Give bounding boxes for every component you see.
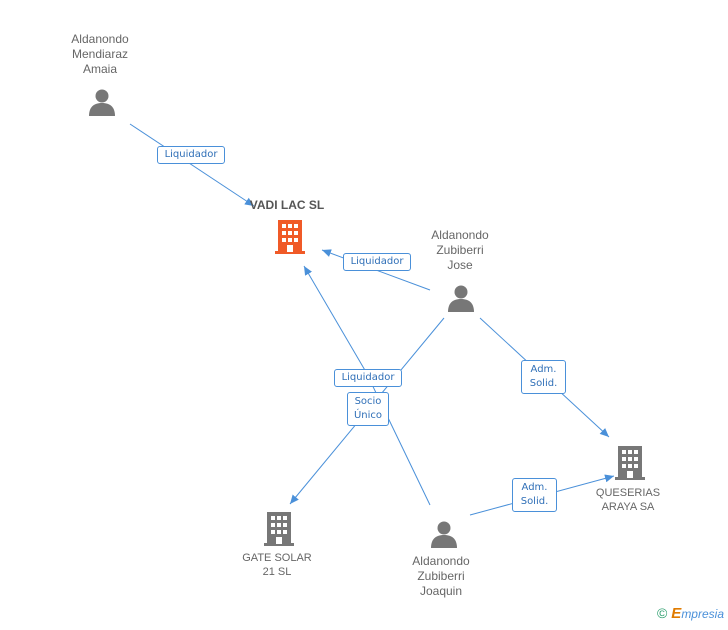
label-line: ARAYA SA: [601, 501, 655, 513]
brand-logo-initial: E: [671, 605, 682, 622]
label-line: QUESERIAS: [595, 487, 661, 499]
node-label-vadi-lac[interactable]: VADI LAC SL: [237, 198, 337, 213]
node-label-aldanondo-zubiberri-joaquin[interactable]: Aldanondo Zubiberri Joaquin: [391, 554, 491, 599]
node-label-queserias-araya[interactable]: QUESERIAS ARAYA SA: [578, 486, 678, 514]
label-line: Zubiberri: [436, 243, 484, 257]
person-icon[interactable]: [447, 284, 475, 312]
label-line: Aldanondo: [71, 32, 129, 46]
edge-label-text: Solid.: [520, 496, 549, 507]
edge-label-text: Liquidador: [164, 149, 218, 160]
label-line: Joaquin: [419, 584, 463, 598]
edge-label-liquidador: Liquidador: [343, 253, 411, 271]
person-icon[interactable]: [430, 520, 458, 548]
copyright-icon: ©: [656, 605, 668, 621]
label-line: Zubiberri: [417, 569, 465, 583]
edge-label-text: Solid.: [529, 378, 558, 389]
edge-label-text: Liquidador: [350, 256, 404, 267]
edge-joaquin-to-vadi-lac: [303, 265, 367, 373]
brand-logo-text: mpresia: [681, 607, 724, 621]
person-icon[interactable]: [88, 88, 116, 116]
brand-footer[interactable]: ©Empresia: [657, 605, 724, 622]
building-icon[interactable]: [275, 220, 305, 254]
edge-label-adm-solid: Adm. Solid.: [512, 478, 557, 512]
edge-label-adm-solid: Adm. Solid.: [521, 360, 566, 394]
label-line: VADI LAC SL: [249, 198, 325, 212]
node-label-aldanondo-zubiberri-jose[interactable]: Aldanondo Zubiberri Jose: [410, 228, 510, 273]
edge-label-text: Adm.: [521, 482, 548, 493]
label-line: Amaia: [82, 62, 117, 76]
label-line: Aldanondo: [431, 228, 489, 242]
label-line: Aldanondo: [412, 554, 470, 568]
edge-mendiaraz-to-vadi-lac: [129, 123, 255, 207]
node-label-gate-solar[interactable]: GATE SOLAR 21 SL: [227, 551, 327, 579]
label-line: Mendiaraz: [71, 47, 129, 61]
edge-label-text: Adm.: [530, 364, 557, 375]
edge-label-text: Liquidador: [341, 372, 395, 383]
edge-label-liquidador: Liquidador: [157, 146, 225, 164]
building-icon[interactable]: [615, 446, 645, 480]
edge-label-socio-unico: Socio Único: [347, 392, 389, 426]
edge-label-text: Único: [353, 410, 383, 421]
label-line: 21 SL: [262, 566, 292, 578]
building-icon[interactable]: [264, 512, 294, 546]
node-label-aldanondo-mendiaraz[interactable]: Aldanondo Mendiaraz Amaia: [50, 32, 150, 77]
label-line: GATE SOLAR: [242, 552, 312, 564]
edge-label-text: Socio: [354, 396, 382, 407]
label-line: Jose: [447, 258, 473, 272]
edge-label-liquidador: Liquidador: [334, 369, 402, 387]
